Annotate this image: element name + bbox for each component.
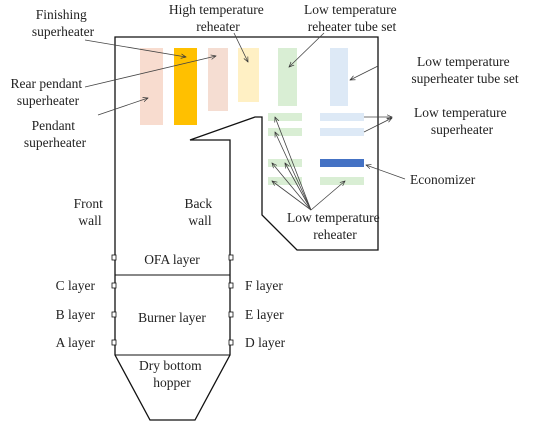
ofa-port-left [111, 254, 117, 261]
burner-a-label: A layer [56, 335, 96, 350]
burner-c-label: C layer [56, 278, 96, 293]
burner-e-label: E layer [245, 307, 284, 322]
arrow-lt-superheater-tube-set [350, 65, 379, 80]
arrow-economizer [366, 165, 406, 180]
burner-e-marker [228, 311, 234, 318]
lt-reheater-arrows [272, 117, 345, 211]
lt-superheater-label: Low temperature superheater [414, 105, 510, 137]
arrow-high-temp-reheater [233, 32, 249, 62]
rear-pendant-superheater-label: Rear pendant superheater [11, 76, 86, 108]
burner-d-label: D layer [245, 335, 286, 350]
high-temp-reheater-label: High temperature reheater [169, 2, 267, 34]
boiler-outline [114, 36, 379, 421]
lt-superheater-bundle-2 [320, 128, 364, 136]
lt-superheater-bundle-1 [320, 113, 364, 121]
lt-reheater-bundle-4 [268, 177, 302, 185]
lt-reheater-bundle-2 [268, 128, 302, 136]
economizer-bundle [320, 159, 364, 167]
burner-d-marker [228, 339, 234, 346]
pendant-superheater-panel [140, 48, 163, 125]
burner-layer-label: Burner layer [138, 310, 206, 325]
front-wall-label: Front wall [74, 196, 107, 228]
lt-reheater-tube-set-label: Low temperature reheater tube set [304, 2, 400, 34]
dry-bottom-hopper-label: Dry bottom hopper [139, 358, 205, 390]
arrow-rear-pendant [84, 56, 216, 88]
burner-c-marker [111, 282, 117, 289]
lt-reheater-bundle-1 [268, 113, 302, 121]
lt-superheater-tube-set-label: Low temperature superheater tube set [411, 54, 518, 86]
arrow-lt-superheater-2 [363, 118, 392, 133]
pendant-superheater-label: Pendant superheater [24, 118, 87, 150]
burner-b-marker [111, 311, 117, 318]
low-temp-superheater-tube-set-panel [330, 48, 348, 106]
arrow-lt-reheater-tube-set [289, 32, 325, 67]
finishing-superheater-label: Finishing superheater [32, 7, 95, 39]
arrow-finishing [84, 39, 186, 57]
finishing-superheater-panel [208, 48, 228, 111]
economizer-label: Economizer [410, 172, 476, 187]
high-temp-reheater-panel [238, 48, 259, 102]
back-wall-label: Back wall [184, 196, 215, 228]
burner-f-label: F layer [245, 278, 283, 293]
ofa-port-right [228, 254, 234, 261]
ofa-layer-label: OFA layer [144, 252, 200, 267]
burner-f-marker [228, 282, 234, 289]
burner-b-label: B layer [56, 307, 96, 322]
rear-pendant-superheater-panel [174, 48, 197, 125]
arrow-pendant [97, 98, 148, 116]
lt-reheater-label: Low temperature reheater [287, 210, 383, 242]
burner-a-marker [111, 339, 117, 346]
low-temp-reheater-tube-set-panel [278, 48, 297, 106]
